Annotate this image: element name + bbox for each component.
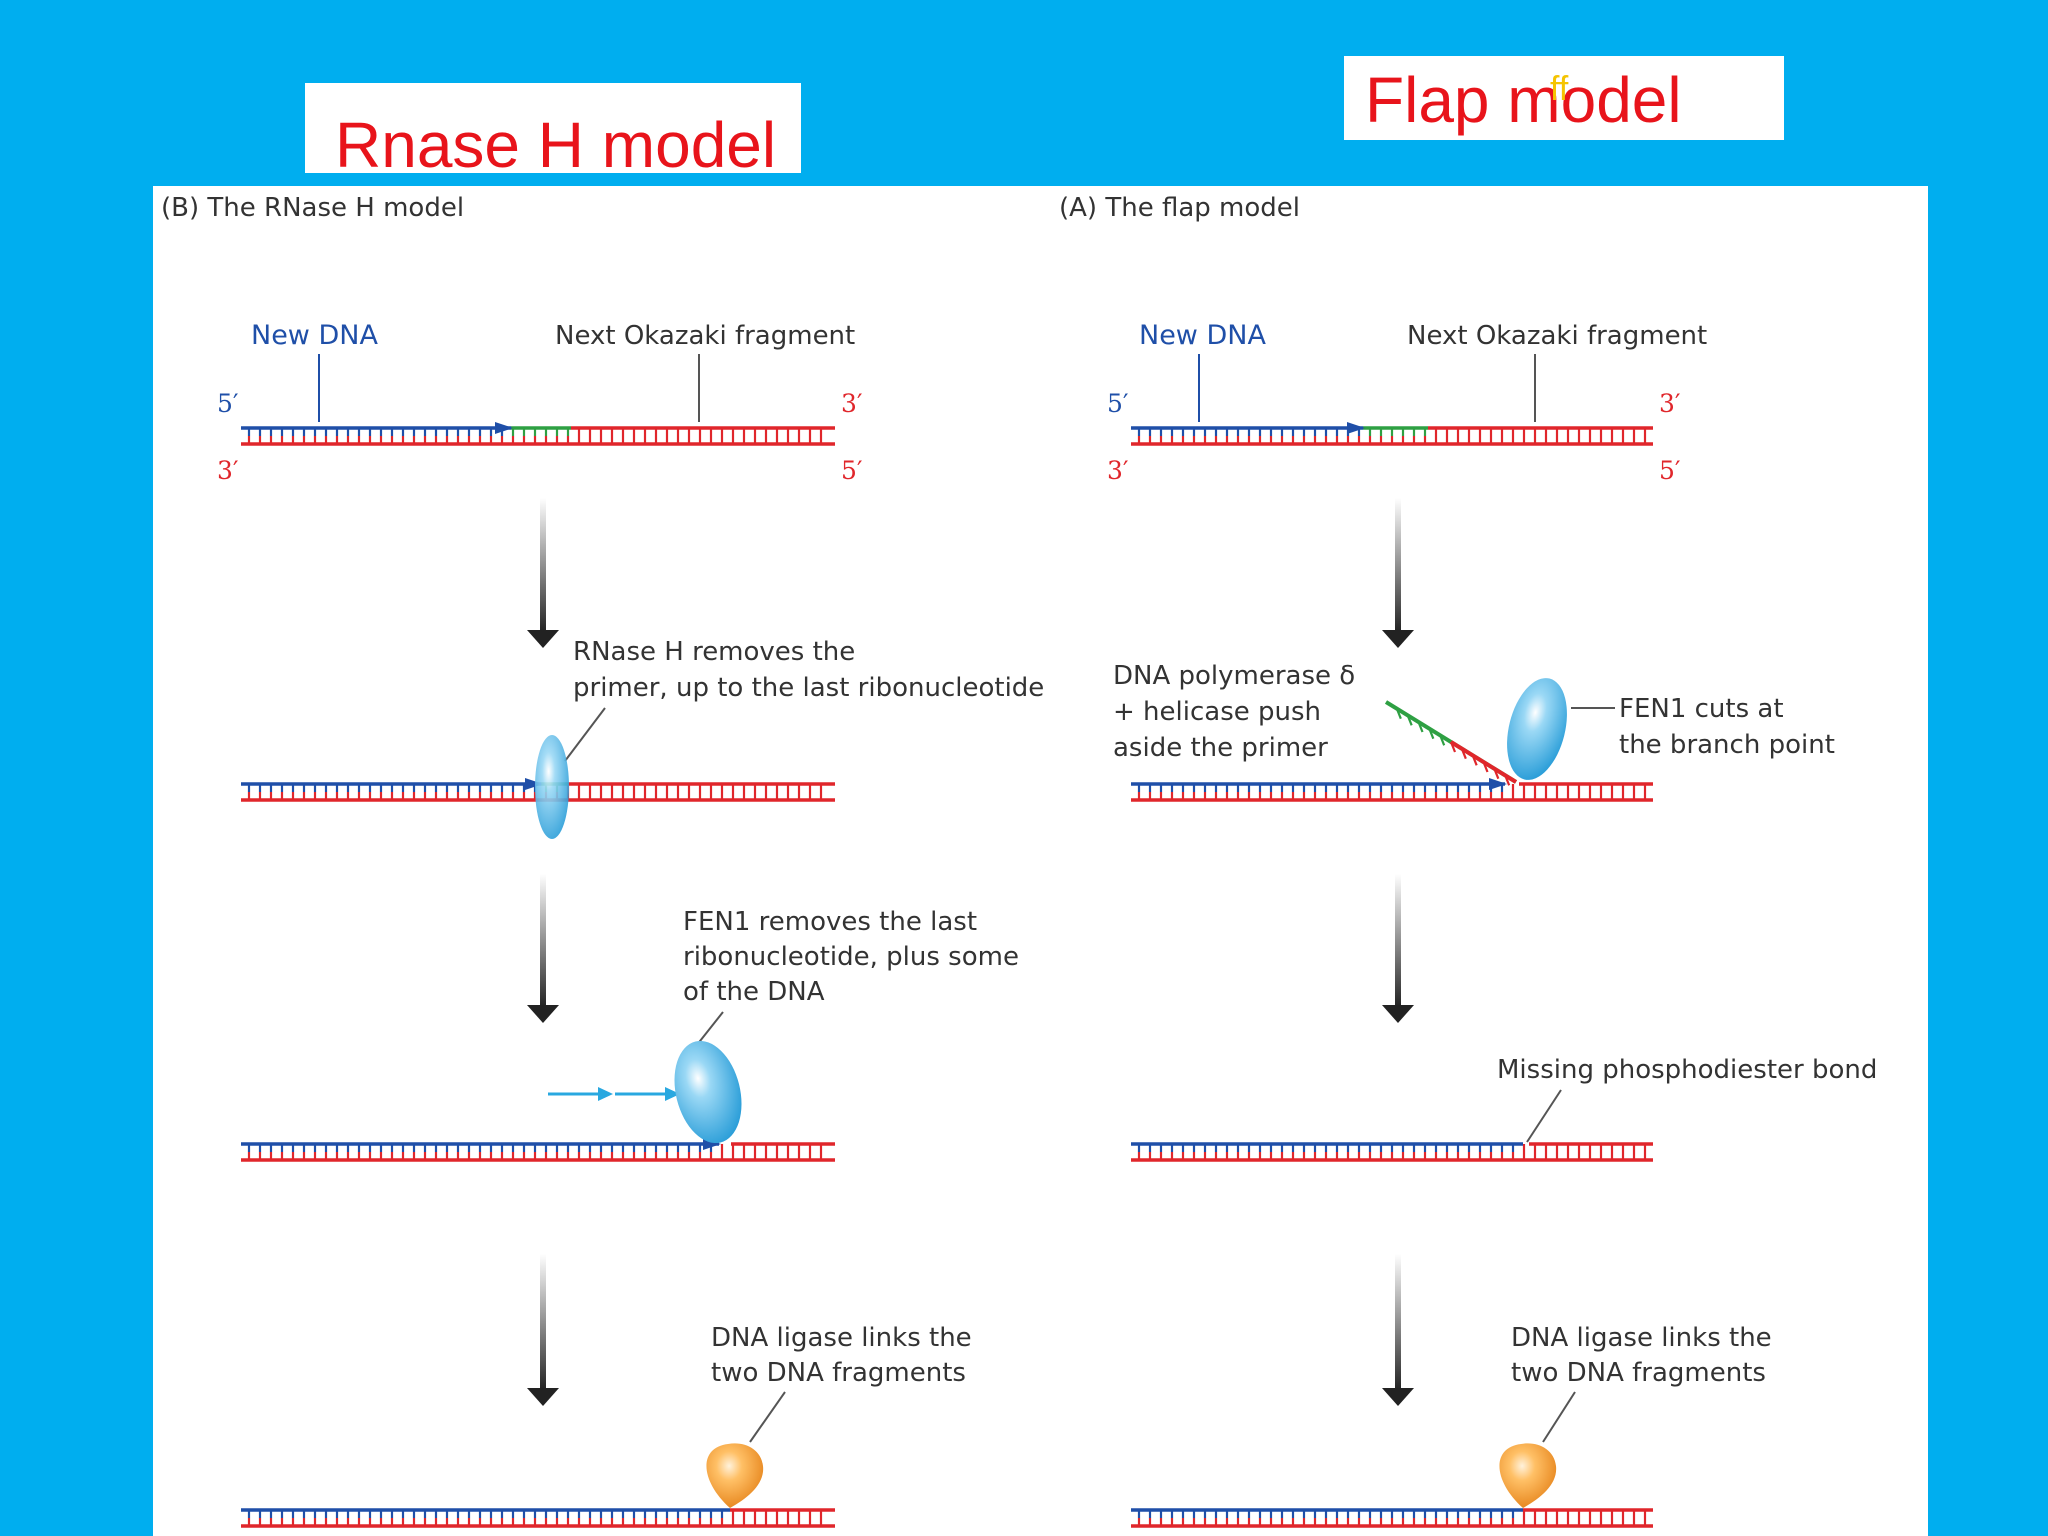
panel-a-okazaki-label: Next Okazaki fragment bbox=[1407, 321, 1707, 351]
panel-b-step3-pointer bbox=[749, 1391, 786, 1443]
panel-b-rnase-h-enzyme bbox=[535, 735, 569, 839]
strand-arrowhead bbox=[525, 778, 543, 790]
panel-a-polymerase-line-3: aside the primer bbox=[1113, 733, 1328, 763]
panel-a-duplex-3 bbox=[1131, 1142, 1653, 1162]
panel-b-arrow-1 bbox=[527, 498, 559, 648]
panel-b-end-5-bottom: 5′ bbox=[841, 456, 863, 485]
left-title: Rnase H model bbox=[335, 109, 777, 173]
panel-b-step2-line-1: FEN1 removes the last bbox=[683, 907, 977, 937]
panel-b: (B) The RNase H model New DNA Next Okaza… bbox=[161, 193, 1044, 1528]
figure-background bbox=[153, 186, 1928, 1536]
panel-a: (A) The flap model New DNA Next Okazaki … bbox=[1059, 193, 1877, 1528]
panel-b-okazaki-label: Next Okazaki fragment bbox=[555, 321, 855, 351]
panel-a-arrow-1 bbox=[1382, 498, 1414, 648]
panel-a-polymerase-line-1: DNA polymerase δ bbox=[1113, 661, 1355, 691]
panel-a-new-dna-label: New DNA bbox=[1139, 320, 1266, 351]
panel-a-ligase-line-2: two DNA fragments bbox=[1511, 1358, 1766, 1388]
panel-a-fen1-line-2: the branch point bbox=[1619, 730, 1835, 760]
panel-a-end-3-top: 3′ bbox=[1659, 389, 1681, 418]
panel-b-step3-line-2: two DNA fragments bbox=[711, 1358, 966, 1388]
panel-b-step1-line-2: primer, up to the last ribonucleotide bbox=[573, 673, 1044, 703]
figure-panel: (B) The RNase H model New DNA Next Okaza… bbox=[153, 186, 1928, 1536]
panel-a-ligase-line-1: DNA ligase links the bbox=[1511, 1323, 1772, 1353]
panel-a-duplex-1 bbox=[1131, 422, 1653, 446]
panel-a-end-3-bottom: 3′ bbox=[1107, 456, 1129, 485]
panel-b-movement-arrows bbox=[548, 1087, 680, 1101]
panel-b-step2-line-3: of the DNA bbox=[683, 977, 825, 1007]
panel-b-step3-line-1: DNA ligase links the bbox=[711, 1323, 972, 1353]
panel-a-arrow-3 bbox=[1382, 1254, 1414, 1406]
panel-a-polymerase-line-2: + helicase push bbox=[1113, 697, 1321, 727]
panel-b-duplex-3 bbox=[241, 1138, 835, 1162]
panel-b-end-5-top: 5′ bbox=[217, 389, 239, 418]
panel-b-arrow-3 bbox=[527, 1254, 559, 1406]
panel-b-step2-line-2: ribonucleotide, plus some bbox=[683, 942, 1019, 972]
right-title-box: Flap model ff bbox=[1344, 56, 1784, 140]
panel-a-end-5-bottom: 5′ bbox=[1659, 456, 1681, 485]
panel-b-end-3-bottom: 3′ bbox=[217, 456, 239, 485]
panel-a-fen1-enzyme bbox=[1507, 678, 1567, 780]
panel-b-heading: (B) The RNase H model bbox=[161, 193, 464, 223]
panel-a-arrow-2 bbox=[1382, 874, 1414, 1023]
panel-a-ligase-pointer bbox=[1542, 1391, 1576, 1443]
panel-b-step1-line-1: RNase H removes the bbox=[573, 637, 855, 667]
panel-a-flap-strand bbox=[1384, 700, 1518, 786]
panel-a-missing-bond-pointer bbox=[1526, 1089, 1562, 1143]
strand-arrowhead bbox=[1347, 422, 1365, 434]
panel-b-duplex-4 bbox=[241, 1508, 835, 1528]
panel-b-new-dna-label: New DNA bbox=[251, 320, 378, 351]
panel-a-fen1-line-1: FEN1 cuts at bbox=[1619, 694, 1784, 724]
panel-b-fen1-enzyme bbox=[674, 1040, 742, 1144]
panel-b-arrow-2 bbox=[527, 874, 559, 1023]
panel-b-step1-pointer bbox=[564, 707, 606, 762]
panel-a-heading: (A) The flap model bbox=[1059, 193, 1300, 223]
panel-b-end-3-top: 3′ bbox=[841, 389, 863, 418]
panel-b-duplex-1 bbox=[241, 422, 835, 446]
panel-a-duplex-4 bbox=[1131, 1508, 1653, 1528]
stray-glyph: ff bbox=[1550, 70, 1569, 108]
panel-a-duplex-2 bbox=[1131, 778, 1653, 802]
strand-arrowhead bbox=[1489, 778, 1507, 790]
panel-a-missing-bond-label: Missing phosphodiester bond bbox=[1497, 1055, 1877, 1085]
panel-a-ligase bbox=[1499, 1443, 1557, 1508]
panel-a-end-5-top: 5′ bbox=[1107, 389, 1129, 418]
strand-arrowhead bbox=[495, 422, 513, 434]
panel-b-ligase bbox=[706, 1443, 764, 1508]
left-title-box: Rnase H model bbox=[305, 83, 801, 173]
right-title: Flap model bbox=[1365, 64, 1682, 136]
